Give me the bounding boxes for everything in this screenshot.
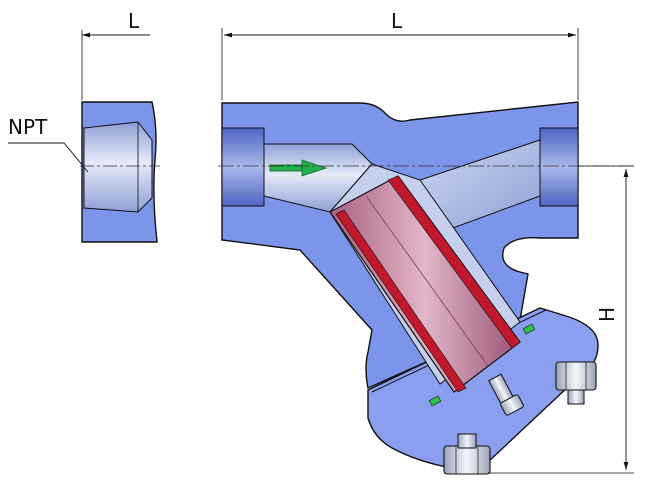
inlet-port [221,127,265,207]
npt-thread-label: NPT [8,115,48,139]
main-view: L [218,9,634,475]
main-view-length-label: L [391,9,403,33]
side-view-length-label: L [128,9,140,33]
seal-green-upper [522,323,536,335]
npt-leader-line [8,142,89,173]
cover-bolt-nut-left [443,433,491,475]
flow-direction-arrow-icon [269,159,328,177]
height-label: H [595,307,619,322]
cover-bolt-nut-right [555,361,597,405]
drain-plug [488,373,524,416]
side-view-thread-bore [83,121,153,213]
strainer-screen [329,175,521,393]
seal-green-lower [428,395,442,407]
side-view: L NPT [8,9,160,243]
outlet-port [539,127,579,207]
